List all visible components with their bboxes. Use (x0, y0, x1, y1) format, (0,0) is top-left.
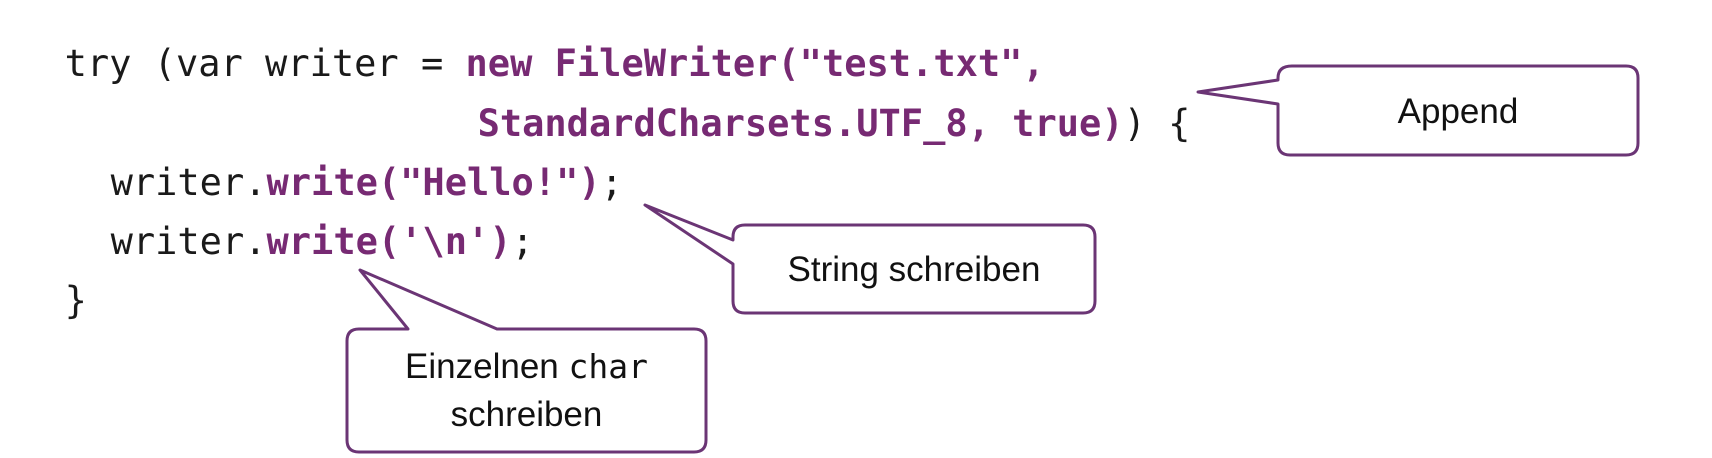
code-line-2: StandardCharsets.UTF_8, true)) { (433, 68, 1191, 145)
code-text: try (var writer = (64, 42, 466, 85)
charset-args: StandardCharsets.UTF_8, true) (477, 102, 1124, 145)
closing-brace: } (64, 279, 87, 322)
char-prefix-text: Einzelnen (405, 347, 569, 386)
write-string-call: write("Hello!") (266, 161, 601, 204)
writer-object: writer. (110, 220, 267, 263)
write-char-call: write('\n') (266, 220, 512, 263)
callout-char-shape (345, 268, 708, 454)
callout-char-label: Einzelnen char schreiben (347, 343, 706, 439)
filewriter-call: FileWriter("test.txt", (532, 42, 1045, 85)
code-text: ) { (1123, 102, 1191, 145)
code-line-5: } (20, 245, 87, 319)
code-line-4: writer.write('\n'); (66, 186, 534, 260)
callout-append-shape (1196, 64, 1640, 157)
callout-append-label: Append (1278, 88, 1638, 136)
keyword-new: new (465, 42, 533, 85)
char-keyword-text: char (568, 347, 648, 386)
semicolon: ; (600, 161, 623, 204)
semicolon: ; (511, 220, 534, 263)
char-line-2: schreiben (450, 395, 603, 434)
char-line-1: Einzelnen char (347, 343, 706, 391)
writer-object: writer. (110, 161, 267, 204)
callout-string-shape (643, 203, 1097, 315)
append-text: Append (1397, 92, 1519, 131)
code-line-3: writer.write("Hello!"); (66, 127, 623, 201)
string-write-text: String schreiben (787, 250, 1041, 289)
code-line-1: try (var writer = new FileWriter("test.t… (20, 8, 1045, 82)
callout-string-label: String schreiben (733, 246, 1095, 294)
